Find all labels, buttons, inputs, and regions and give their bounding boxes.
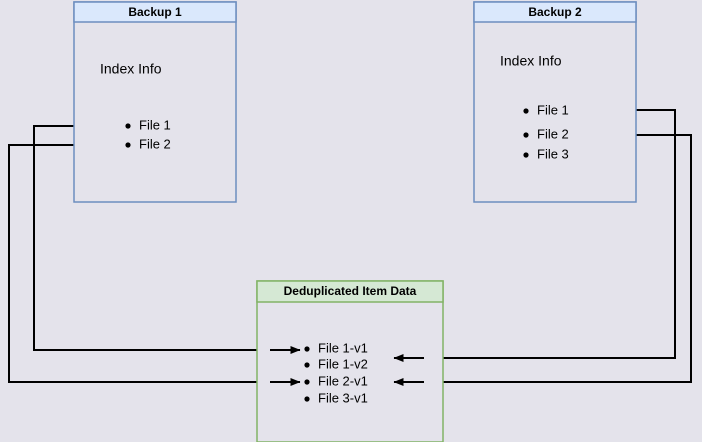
dedup-body-rect	[256, 280, 444, 442]
backup1-body-rect	[73, 1, 237, 203]
backup2-item-file-3: File 3	[537, 146, 569, 161]
backup2-box[interactable]: Backup 2 Index Info File 1 File 2 File 3	[473, 1, 637, 203]
dedup-bullet-icon	[304, 379, 310, 385]
dedup-bullet-icon	[304, 396, 310, 402]
connector-backup2-file2	[393, 134, 692, 386]
backup1-index-info-label: Index Info	[100, 61, 162, 77]
backup1-item-file-2: File 2	[139, 136, 171, 151]
connector-backup1-file2	[8, 144, 301, 386]
dedup-bullet-icon	[304, 362, 310, 368]
backup1-title: Backup 1	[128, 5, 182, 19]
arrowhead-overlay-group	[270, 346, 424, 386]
backup1-box[interactable]: Backup 1 Index Info File 1 File 2	[73, 1, 237, 203]
backup1-header-rect	[73, 1, 237, 23]
backup2-bullet-icon	[523, 108, 529, 114]
dedup-title: Deduplicated Item Data	[284, 284, 417, 298]
backup1-item-file-1: File 1	[139, 117, 171, 132]
backup2-bullet-icon	[523, 132, 529, 138]
backup1-bullet-icon	[125, 142, 131, 148]
backup2-header-rect	[473, 1, 637, 23]
dedup-header-rect	[256, 280, 444, 303]
dedup-item-file-3-v1: File 3-v1	[318, 390, 368, 405]
dedup-box[interactable]: Deduplicated Item Data File 1-v1 File 1-…	[256, 280, 444, 442]
backup2-body-rect	[473, 1, 637, 203]
backup2-item-file-1: File 1	[537, 102, 569, 117]
dedup-item-file-1-v2: File 1-v2	[318, 356, 368, 371]
dedup-item-file-1-v1: File 1-v1	[318, 340, 368, 355]
dedup-bullet-icon	[304, 346, 310, 352]
backup1-bullet-icon	[125, 123, 131, 129]
backup2-index-info-label: Index Info	[500, 53, 562, 69]
dedup-item-file-2-v1: File 2-v1	[318, 373, 368, 388]
backup2-bullet-icon	[523, 152, 529, 158]
backup2-item-file-2: File 2	[537, 126, 569, 141]
backup2-title: Backup 2	[528, 5, 582, 19]
